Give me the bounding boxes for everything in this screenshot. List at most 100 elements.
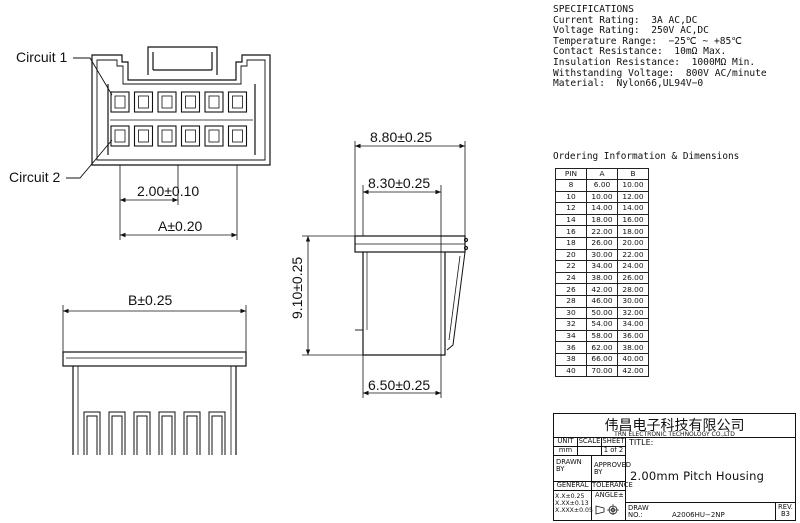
ordering-cell: 58.00 xyxy=(586,329,618,343)
ordering-cell: 18 xyxy=(555,236,587,250)
spec-line: Withstanding Voltage: 800V AC/minute xyxy=(553,67,767,79)
company-name-en: TRN ELECTRONIC TECHNOLOGY CO.,LTD xyxy=(614,431,735,438)
ordering-cell: 22.00 xyxy=(586,225,618,238)
cavity xyxy=(180,125,201,147)
ordering-cell: 14 xyxy=(555,213,587,227)
specifications-title: SPECIFICATIONS xyxy=(553,4,634,15)
ordering-cell: 42.00 xyxy=(586,283,618,296)
general-label: GENERAL xyxy=(554,482,592,491)
ordering-cell: 12 xyxy=(555,202,587,215)
tolerance-1: X.X±0.25 xyxy=(555,493,585,500)
tolerance-3: X.XXX±0.05 xyxy=(555,507,593,514)
ordering-cell: 38.00 xyxy=(617,341,649,354)
ordering-cell: 24 xyxy=(555,271,587,285)
front-view xyxy=(91,46,271,166)
spec-line: Material: Nylon66,UL94V−0 xyxy=(553,78,704,90)
ordering-cell: 30.00 xyxy=(586,248,618,262)
draw-no-label-2: NO.: xyxy=(628,511,643,519)
approved-by-label-2: BY xyxy=(594,468,603,476)
front-view-cavities xyxy=(110,91,248,147)
spec-line: Voltage Rating: 250V AC,DC xyxy=(553,25,709,37)
cavity xyxy=(227,91,248,113)
ordering-cell: 10.00 xyxy=(586,190,618,204)
ordering-cell: 20 xyxy=(555,248,587,262)
ordering-title: Ordering Information & Dimensions xyxy=(553,151,740,162)
ordering-cell: 6.00 xyxy=(586,179,618,192)
ordering-cell: 36.00 xyxy=(617,329,649,343)
drawn-by-label: DRAWN BY xyxy=(554,456,592,482)
ordering-cell: 26.00 xyxy=(586,236,618,250)
ordering-cell: 10.00 xyxy=(617,179,649,192)
cavity xyxy=(133,91,154,113)
ordering-cell: 14.00 xyxy=(617,202,649,215)
ordering-cell: 50.00 xyxy=(586,306,618,320)
sheet-value: 1 of 2 xyxy=(602,447,626,456)
title-block: 伟昌电子科技有限公司 TRN ELECTRONIC TECHNOLOGY CO.… xyxy=(553,413,796,521)
revision-label: REV. xyxy=(778,503,793,511)
cavity xyxy=(227,125,248,147)
ordering-cell: 38 xyxy=(555,352,587,366)
terminal-slot xyxy=(183,411,201,455)
cavity xyxy=(133,125,154,147)
pitch-dimension: 2.00±0.10 xyxy=(137,183,199,199)
circuit-leaders xyxy=(66,57,113,179)
drawing-number-row xyxy=(626,502,795,520)
unit-value: mm xyxy=(554,447,578,456)
ordering-cell: 26 xyxy=(555,283,587,296)
ordering-cell: 28 xyxy=(555,294,587,308)
bottom-view-terminals xyxy=(83,411,226,455)
side-dimensions xyxy=(302,141,466,398)
ordering-cell: 34.00 xyxy=(586,260,618,273)
company-name-cn: 伟昌电子科技有限公司 xyxy=(604,418,745,434)
tolerance-2: X.XX±0.13 xyxy=(555,500,589,507)
terminal-slot xyxy=(108,411,126,455)
ordering-cell: 30.00 xyxy=(617,294,649,308)
ordering-cell: 42.00 xyxy=(617,364,649,378)
height-dimension: 9.10±0.25 xyxy=(289,257,305,319)
ordering-cell: 24.00 xyxy=(617,260,649,273)
cavity xyxy=(110,91,130,113)
drawing-number: A2006HU−2NP xyxy=(672,511,725,519)
cavity xyxy=(204,125,224,147)
ordering-header-cell: PIN xyxy=(555,168,587,180)
ordering-cell: 40 xyxy=(555,364,587,378)
cavity xyxy=(204,91,224,113)
ordering-cell: 20.00 xyxy=(617,236,649,250)
ordering-cell: 18.00 xyxy=(586,213,618,227)
ordering-cell: 14.00 xyxy=(586,202,618,215)
ordering-cell: 70.00 xyxy=(586,364,618,378)
ordering-cell: 54.00 xyxy=(586,318,618,331)
ordering-cell: 36 xyxy=(555,341,587,354)
title-label: TITLE: xyxy=(629,438,654,447)
b-dimension-lines xyxy=(62,305,247,352)
approved-by-cell: APPROVED BY xyxy=(592,456,631,482)
terminal-slot xyxy=(208,411,226,455)
ordering-cell: 22 xyxy=(555,260,587,273)
cavity xyxy=(180,91,201,113)
bottom-width-dimension: 6.50±0.25 xyxy=(368,377,430,393)
ordering-cell: 16.00 xyxy=(617,213,649,227)
sheet-label: SHEET xyxy=(602,437,626,447)
ordering-cell: 38.00 xyxy=(586,271,618,285)
front-dimensions xyxy=(119,165,238,240)
ordering-header-cell: B xyxy=(617,168,649,180)
inner-width-dimension: 8.30±0.25 xyxy=(368,175,430,191)
ordering-cell: 66.00 xyxy=(586,352,618,366)
circuit-1-label: Circuit 1 xyxy=(16,49,68,65)
bottom-view xyxy=(62,351,247,455)
spec-line: Current Rating: 3A AC,DC xyxy=(553,14,698,26)
